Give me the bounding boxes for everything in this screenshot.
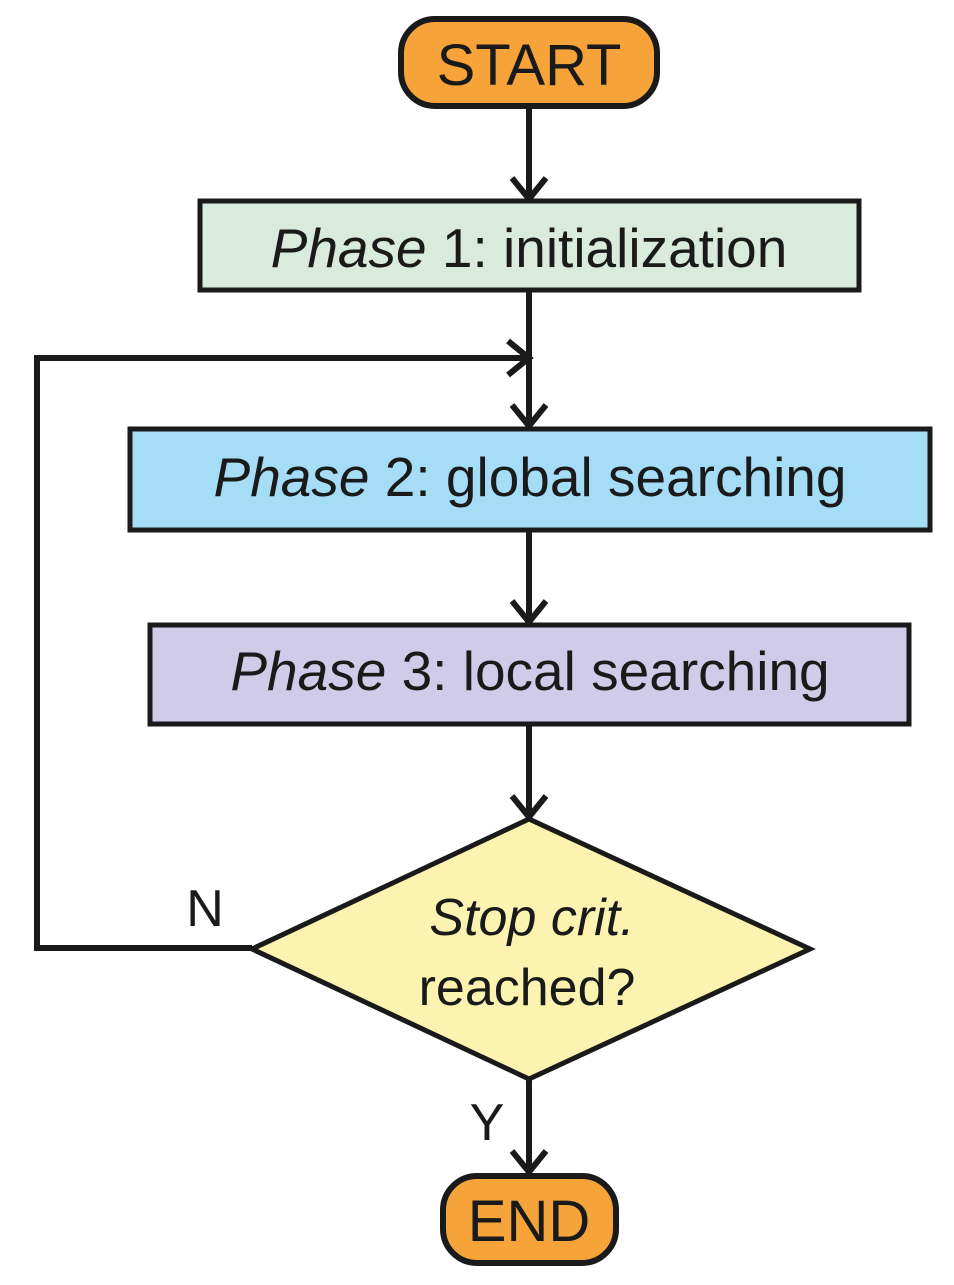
start-label: START: [437, 33, 622, 98]
phase2-box: [127, 426, 933, 533]
phase3-label: Phase 3: local searching: [230, 640, 829, 702]
arrowhead-decision-to-end: [509, 1149, 549, 1177]
phase1-prefix: Phase: [271, 217, 427, 279]
loop-back-arrow: [34, 355, 529, 951]
phase1-box: [197, 198, 862, 293]
end-label: END: [468, 1189, 590, 1254]
phase2-node: Phase 2: global searching: [127, 426, 933, 533]
decision-diamond: [246, 816, 816, 1082]
phase2-suffix: 2: global searching: [369, 446, 846, 508]
yes-label: Y: [470, 1094, 505, 1152]
phase3-suffix: 3: local searching: [386, 640, 829, 702]
phase3-box: [147, 622, 912, 727]
phase3-node: Phase 3: local searching: [147, 622, 912, 727]
start-terminator: [398, 16, 660, 109]
decision-line1: Stop crit.: [429, 889, 634, 947]
arrowhead-phase2-to-phase3: [509, 599, 549, 627]
phase1-node: Phase 1: initialization: [197, 198, 862, 293]
phase2-label: Phase 2: global searching: [214, 446, 847, 508]
arrowhead-phase1-to-phase2: [509, 403, 549, 431]
no-label: N: [186, 880, 224, 938]
arrowhead-loop-back: [506, 338, 534, 378]
start-node: START: [398, 16, 660, 109]
end-terminator: [440, 1173, 619, 1266]
phase1-label: Phase 1: initialization: [271, 217, 788, 279]
decision-node: Stop crit. reached?: [246, 816, 816, 1082]
connectors: [34, 106, 549, 1177]
phase1-suffix: 1: initialization: [427, 217, 788, 279]
end-node: END: [440, 1173, 619, 1266]
decision-line2: reached?: [419, 959, 636, 1017]
phase3-prefix: Phase: [230, 640, 386, 702]
phase2-prefix: Phase: [214, 446, 370, 508]
